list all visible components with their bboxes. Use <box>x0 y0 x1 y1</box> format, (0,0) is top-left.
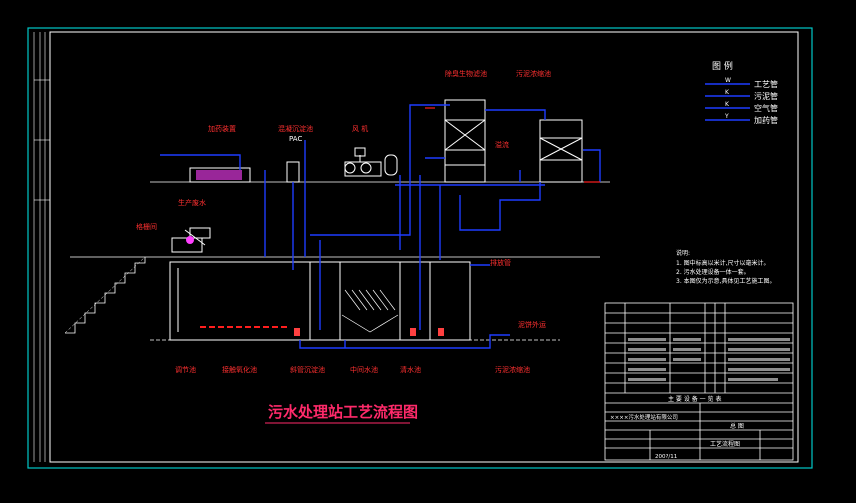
tank-structures <box>169 261 471 341</box>
legend-label-2: 空气管 <box>754 103 778 113</box>
legend-label-3: 加药管 <box>754 115 778 125</box>
notes: 说明: 1. 图中标高以米计,尺寸以毫米计。 2. 污水处理设备一体一套。 3.… <box>676 249 776 285</box>
label-dosing: 加药装置 <box>208 124 236 133</box>
notes-title: 说明: <box>676 249 690 257</box>
grid-motor <box>186 236 194 244</box>
dosing-unit <box>196 170 242 180</box>
legend-code-3: Y <box>724 113 729 120</box>
outer-frame <box>27 27 813 469</box>
label-overflow: 溢流 <box>495 140 509 149</box>
drawing-title: 污水处理站工艺流程图 <box>268 403 418 421</box>
label-sludge-out: 泥饼外运 <box>518 320 546 329</box>
table-drawing-name: 工艺流程图 <box>710 440 740 448</box>
label-deodor: 除臭生物滤池 <box>445 69 487 78</box>
label-pac: PAC <box>289 135 302 143</box>
legend-label-0: 工艺管 <box>754 79 778 89</box>
title-block <box>604 302 794 461</box>
tank-label-4: 清水池 <box>400 365 421 374</box>
legend-code-0: W <box>725 77 731 84</box>
equipment-labels: 除臭生物滤池 污泥浓缩池 加药装置 混凝沉淀池 PAC 风 机 生产废水 格栅间… <box>136 69 551 329</box>
table-heading: 主 要 设 备 一 览 表 <box>668 395 721 403</box>
tank-label-0: 调节池 <box>175 365 196 374</box>
table-company: ××××污水处理站有限公司 <box>610 413 678 421</box>
label-grid: 格栅间 <box>136 222 157 231</box>
tank-label-5: 污泥浓缩池 <box>495 365 530 374</box>
tank-label-3: 中间水池 <box>350 365 378 374</box>
label-blower: 风 机 <box>352 124 368 133</box>
sludge-tank <box>539 119 583 183</box>
dosing-stubs <box>425 107 600 183</box>
staircase <box>65 257 146 334</box>
notes-line-2: 3. 本图仅为示意,具体见工艺施工图。 <box>676 277 776 285</box>
legend: 图 例 W K K Y 工艺管 污泥管 空气管 加药管 <box>705 60 778 125</box>
staircase-slope <box>64 256 146 334</box>
title-block-fills <box>628 338 790 381</box>
label-sludge: 污泥浓缩池 <box>516 69 551 78</box>
legend-code-1: K <box>725 89 730 96</box>
label-mix: 混凝沉淀池 <box>278 124 313 133</box>
tank-label-2: 斜管沉淀池 <box>290 365 325 374</box>
notes-line-1: 2. 污水处理设备一体一套。 <box>676 268 750 276</box>
submersible-pumps <box>294 328 444 336</box>
tank-labels: 调节池 接触氧化池 斜管沉淀池 中间水池 清水池 污泥浓缩池 <box>175 365 530 374</box>
biofilter-tower <box>444 99 486 183</box>
inner-frame <box>49 31 799 463</box>
surface-equipment <box>189 147 398 183</box>
notes-line-0: 1. 图中标高以米计,尺寸以毫米计。 <box>676 259 770 267</box>
legend-label-1: 污泥管 <box>754 91 778 101</box>
legend-code-2: K <box>725 101 730 108</box>
legend-title: 图 例 <box>712 60 733 72</box>
table-project: 总 图 <box>730 422 744 430</box>
inclined-tubes <box>341 289 399 333</box>
sewage-pipes <box>160 104 601 349</box>
binding-strip <box>33 32 50 462</box>
label-out-pipe: 排放管 <box>490 258 511 267</box>
label-prod: 生产废水 <box>178 198 206 207</box>
table-date: 200?/11 <box>655 454 677 460</box>
tank-label-1: 接触氧化池 <box>222 365 257 374</box>
